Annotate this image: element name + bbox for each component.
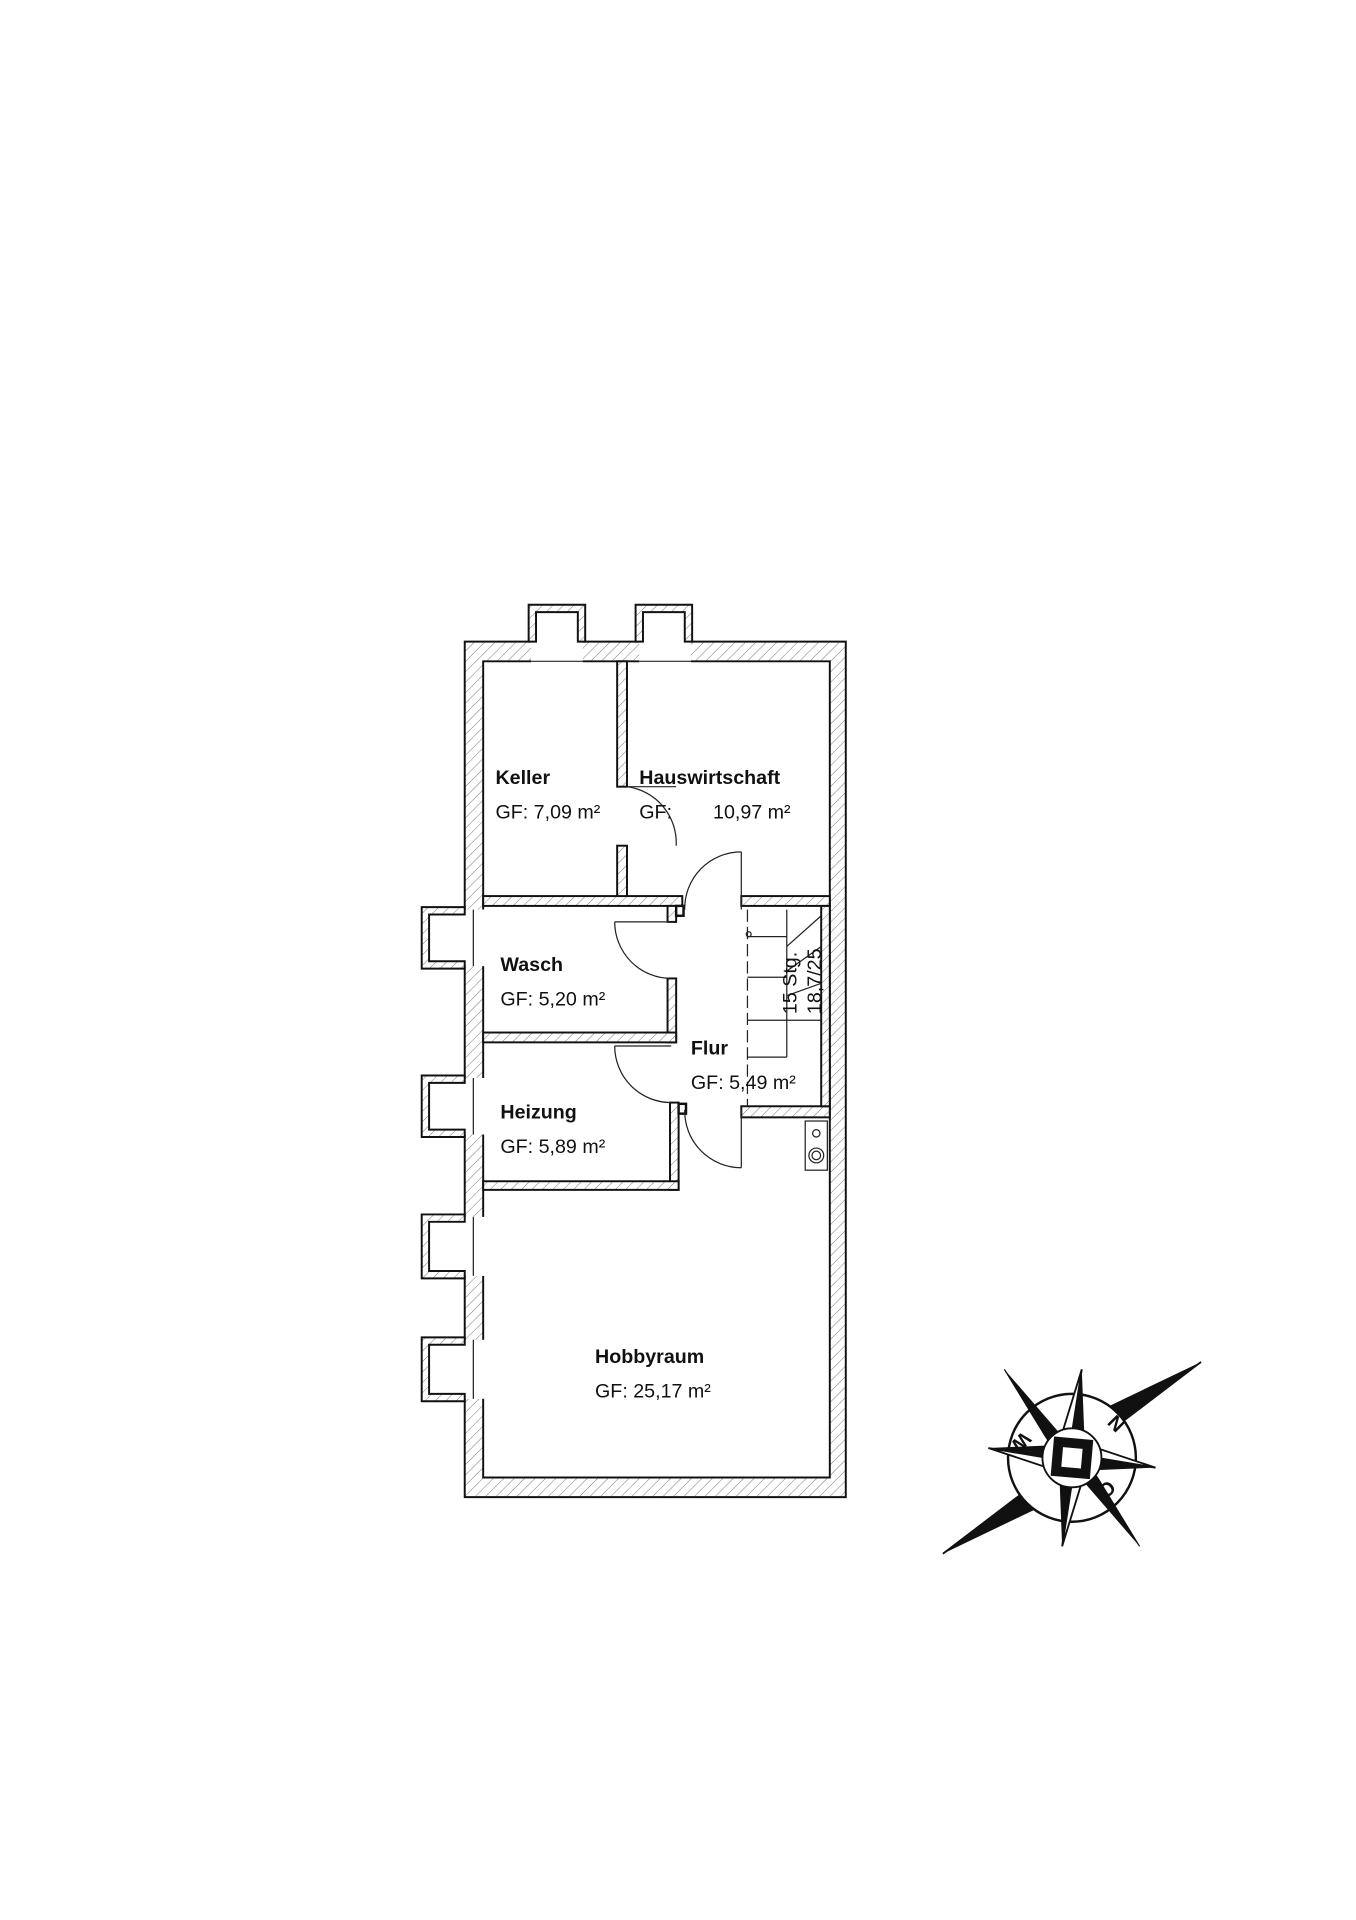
room-name-heizung: Heizung xyxy=(500,1102,576,1124)
staircase: 15 Stg. 18,7/25 xyxy=(745,909,826,1107)
room-labels: Keller GF: 7,09 m² Hauswirtschaft GF: 10… xyxy=(495,767,796,1402)
room-area-heizung: GF: 5,89 m² xyxy=(500,1136,605,1158)
room-name-keller: Keller xyxy=(495,767,550,789)
room-area-wasch: GF: 5,20 m² xyxy=(500,988,605,1010)
compass-rose-icon: N O S W xyxy=(942,1361,1202,1555)
room-area-prefix-hauswirtschaft: GF: xyxy=(639,802,672,824)
boiler-fixture xyxy=(804,1120,828,1171)
room-name-hobbyraum: Hobbyraum xyxy=(595,1346,704,1368)
stair-ratio-label: 18,7/25 xyxy=(804,948,826,1014)
doors xyxy=(614,786,742,1169)
room-area-keller: GF: 7,09 m² xyxy=(495,802,600,824)
room-area-flur: GF: 5,49 m² xyxy=(691,1072,796,1094)
walls xyxy=(420,603,847,1499)
room-name-flur: Flur xyxy=(691,1038,728,1060)
room-name-hauswirtschaft: Hauswirtschaft xyxy=(639,767,780,789)
room-name-wasch: Wasch xyxy=(500,954,563,976)
stair-steps-label: 15 Stg. xyxy=(780,952,802,1014)
room-area-hobbyraum: GF: 25,17 m² xyxy=(595,1381,711,1403)
room-area-hauswirtschaft: 10,97 m² xyxy=(713,802,791,824)
